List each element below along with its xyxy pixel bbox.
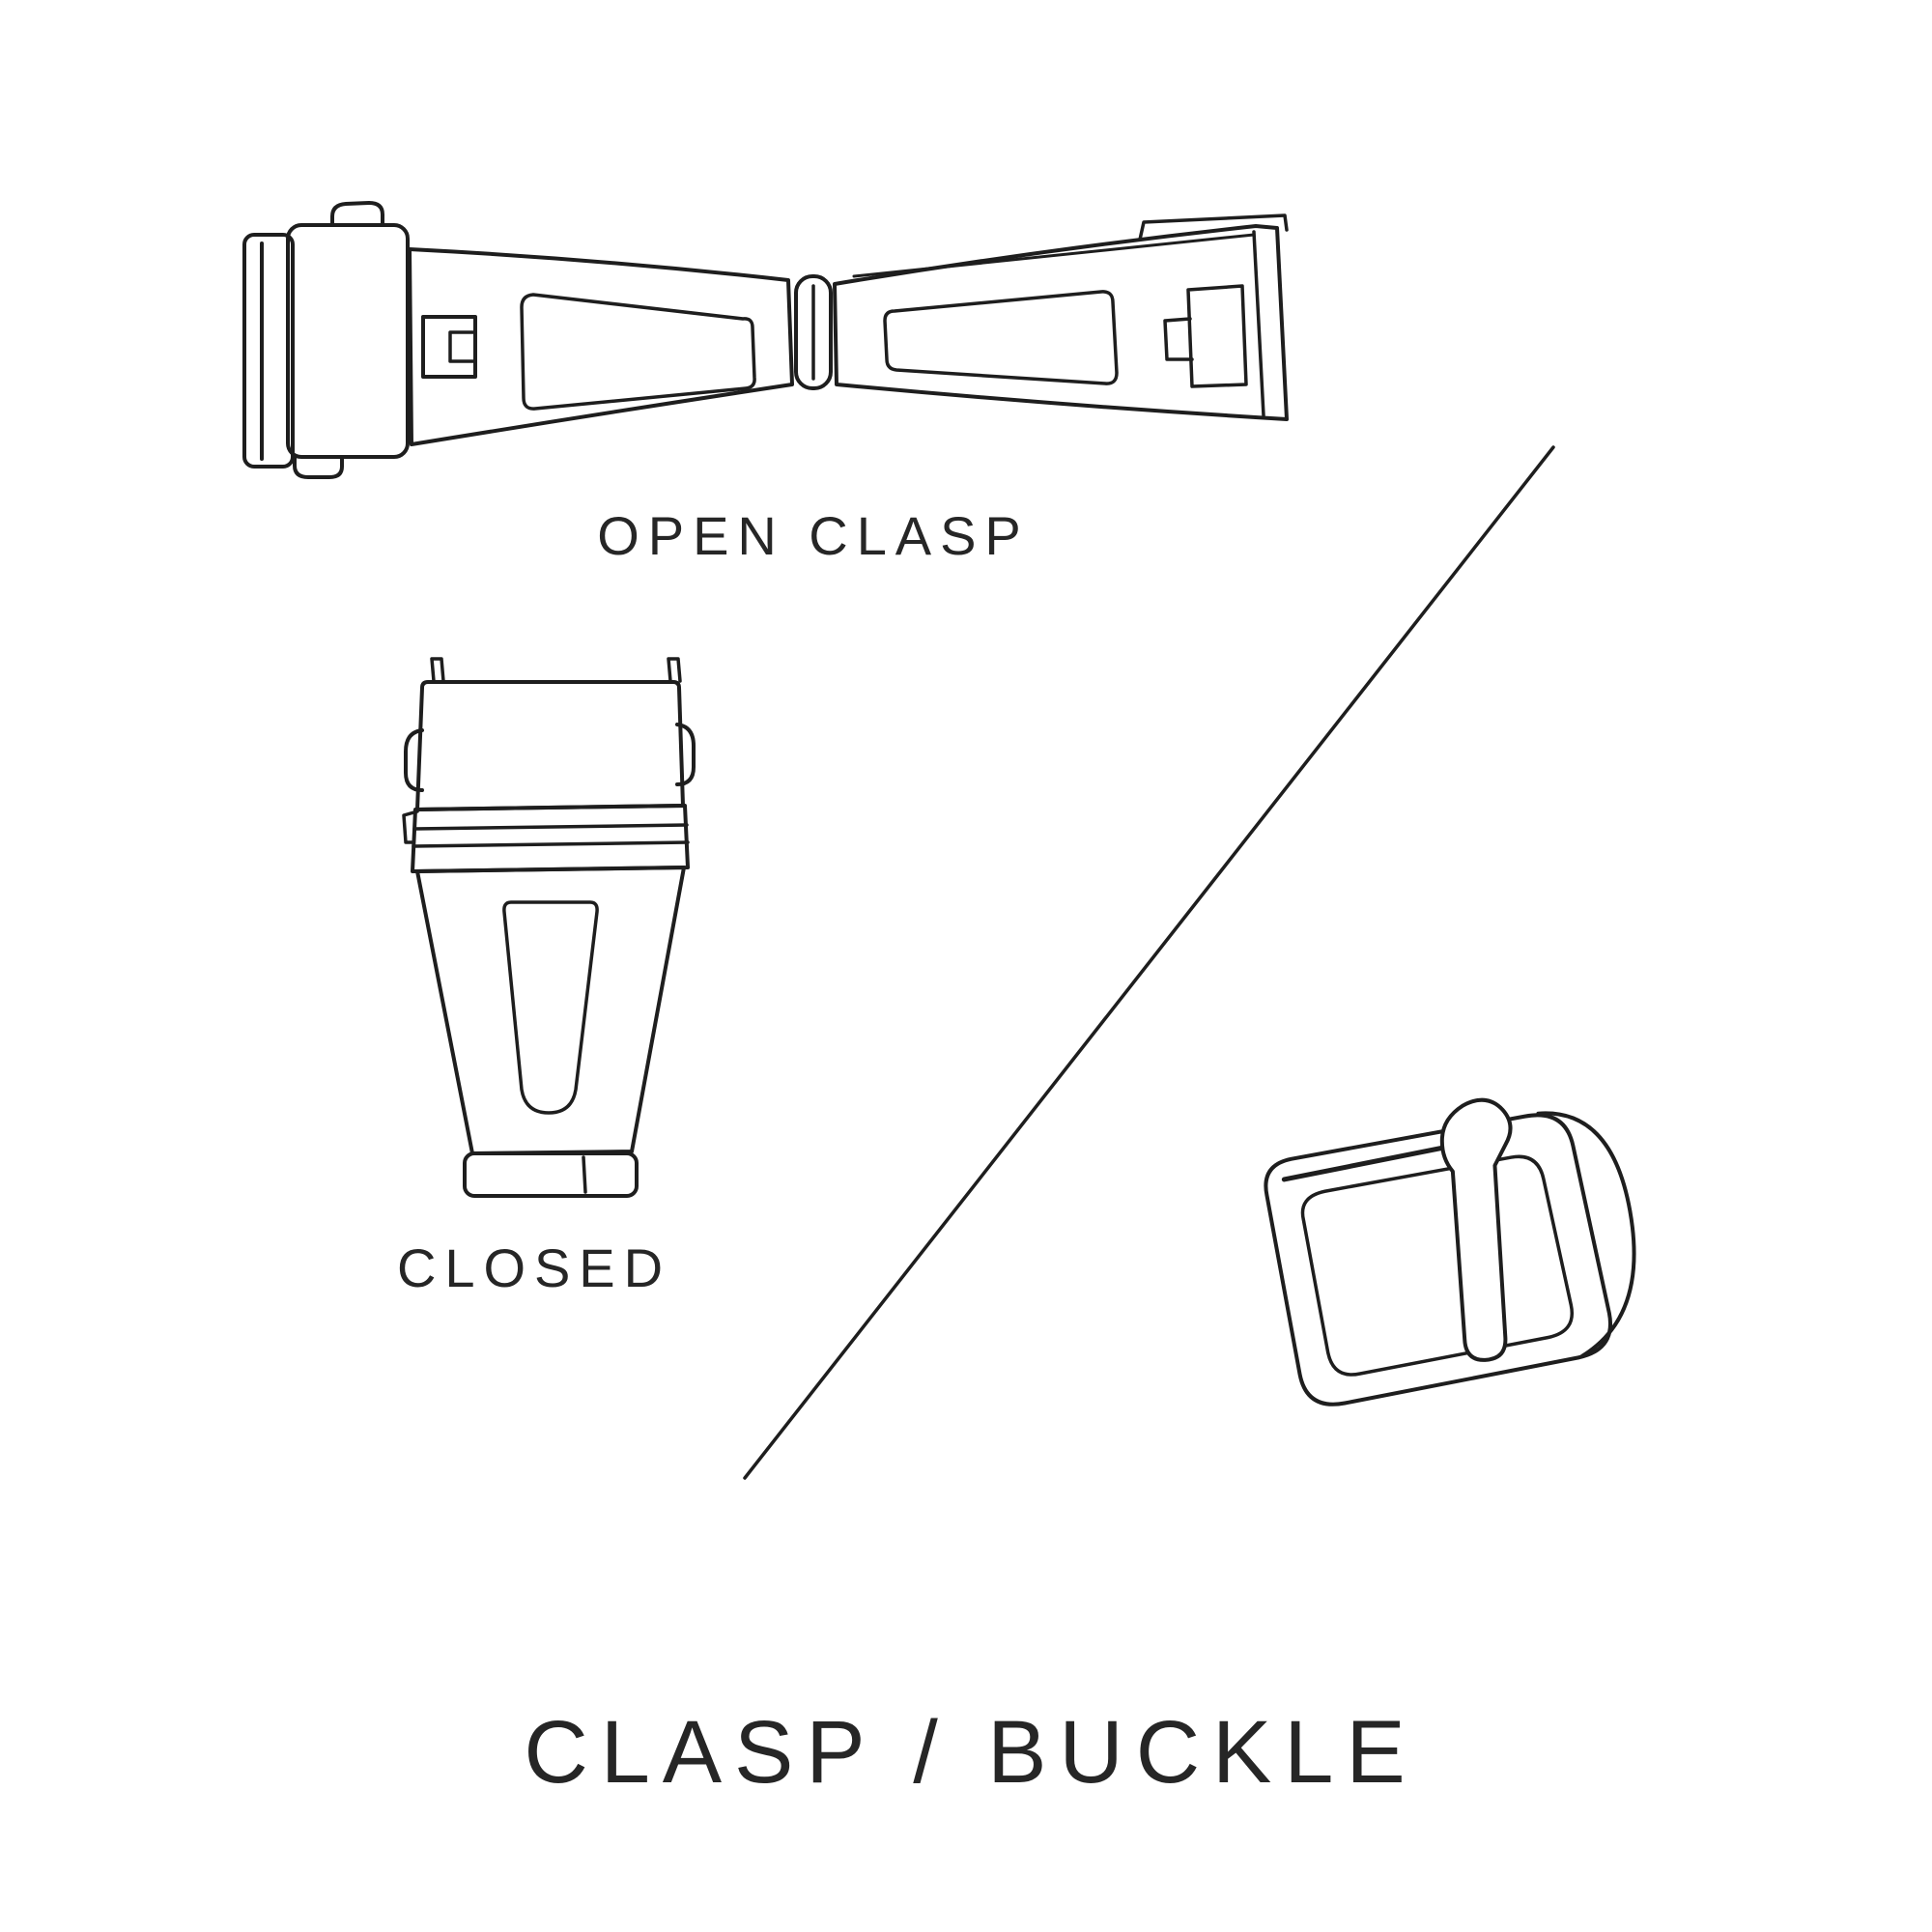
open-clasp-label: OPEN CLASP: [597, 505, 1030, 566]
closed-clasp-label: CLOSED: [396, 1237, 672, 1298]
buckle-icon: [1264, 1097, 1636, 1406]
open-clasp-icon: [242, 201, 1289, 479]
page-title: CLASP / BUCKLE: [524, 1703, 1418, 1802]
divider-line: [743, 445, 1555, 1480]
closed-clasp-icon: [402, 657, 696, 1198]
